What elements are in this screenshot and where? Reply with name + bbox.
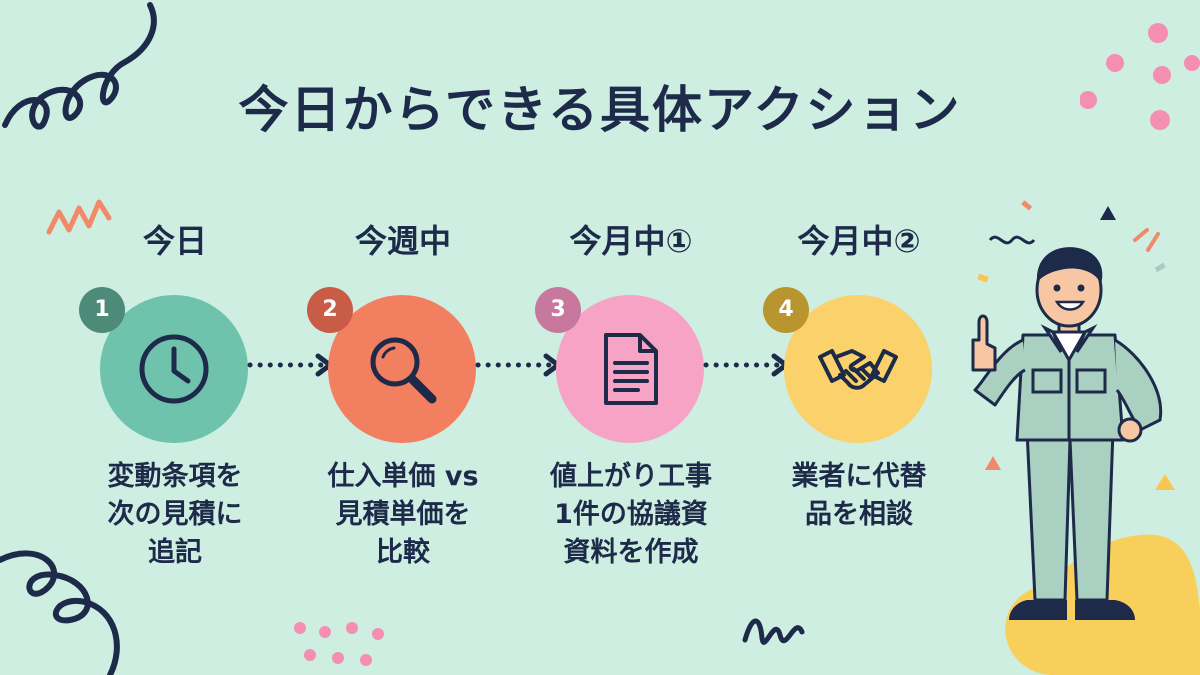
step-today: 今日 1 変動条項を 次の見積に 追記 — [60, 0, 290, 675]
step-description: 業者に代替 品を相談 — [744, 458, 974, 534]
dots-decoration-top-right — [1080, 23, 1200, 130]
squiggle-decoration-bottom-left — [0, 550, 120, 675]
step-circle — [556, 295, 704, 443]
step-circle — [784, 295, 932, 443]
clock-icon — [139, 334, 209, 404]
step-description-line: 比較 — [376, 536, 430, 568]
step-label: 今週中 — [354, 222, 451, 260]
page-title: 今日からできる具体アクション — [238, 81, 962, 139]
step-description-line: 値上がり工事 — [550, 461, 712, 492]
magnifier-icon — [370, 337, 437, 404]
dots-decoration-bottom — [294, 622, 384, 666]
step-circle — [328, 295, 476, 443]
step-description-line: 次の見積に — [107, 498, 243, 530]
squiggle-decoration-top-left — [2, 2, 157, 130]
confetti-decoration — [977, 200, 1175, 490]
step-label: 今月中① — [569, 222, 693, 260]
step-number-badge: 1 — [79, 287, 125, 333]
step-description-line: 見積単価を — [335, 498, 471, 530]
zigzag-decoration-left — [46, 199, 112, 235]
step-description: 変動条項を 次の見積に 追記 — [60, 458, 290, 571]
step-number-badge: 4 — [763, 287, 809, 333]
document-icon — [604, 333, 658, 405]
step-label: 今月中② — [797, 222, 921, 260]
worker-thumbs-up-illustration — [971, 247, 1163, 620]
step-number-badge: 3 — [535, 287, 581, 333]
step-description-line: 資料を作成 — [563, 536, 699, 568]
step-this-month-2: 今月中② 4 業者に代替 品を相談 — [744, 0, 974, 675]
step-description-line: 追記 — [148, 536, 202, 568]
step-circle — [100, 295, 248, 443]
step-description-line: 品を相談 — [805, 498, 913, 530]
wave-decoration-bottom — [742, 618, 805, 645]
step-description-line: 業者に代替 — [791, 461, 927, 492]
step-number-badge: 2 — [307, 287, 353, 333]
step-description-line: 仕入単価 vs — [327, 461, 479, 492]
handshake-icon — [818, 349, 898, 390]
step-description: 仕入単価 vs 見積単価を 比較 — [288, 458, 518, 571]
step-description: 値上がり工事 1件の協議資 資料を作成 — [516, 458, 746, 571]
step-this-week: 今週中 2 仕入単価 vs 見積単価を 比較 — [288, 0, 518, 675]
step-this-month-1: 今月中① 3 値上がり工事 1件の協議資 資料を作成 — [516, 0, 746, 675]
step-description-line: 1件の協議資 — [554, 498, 708, 530]
step-description-line: 変動条項を — [107, 461, 243, 492]
step-label: 今日 — [142, 222, 207, 260]
